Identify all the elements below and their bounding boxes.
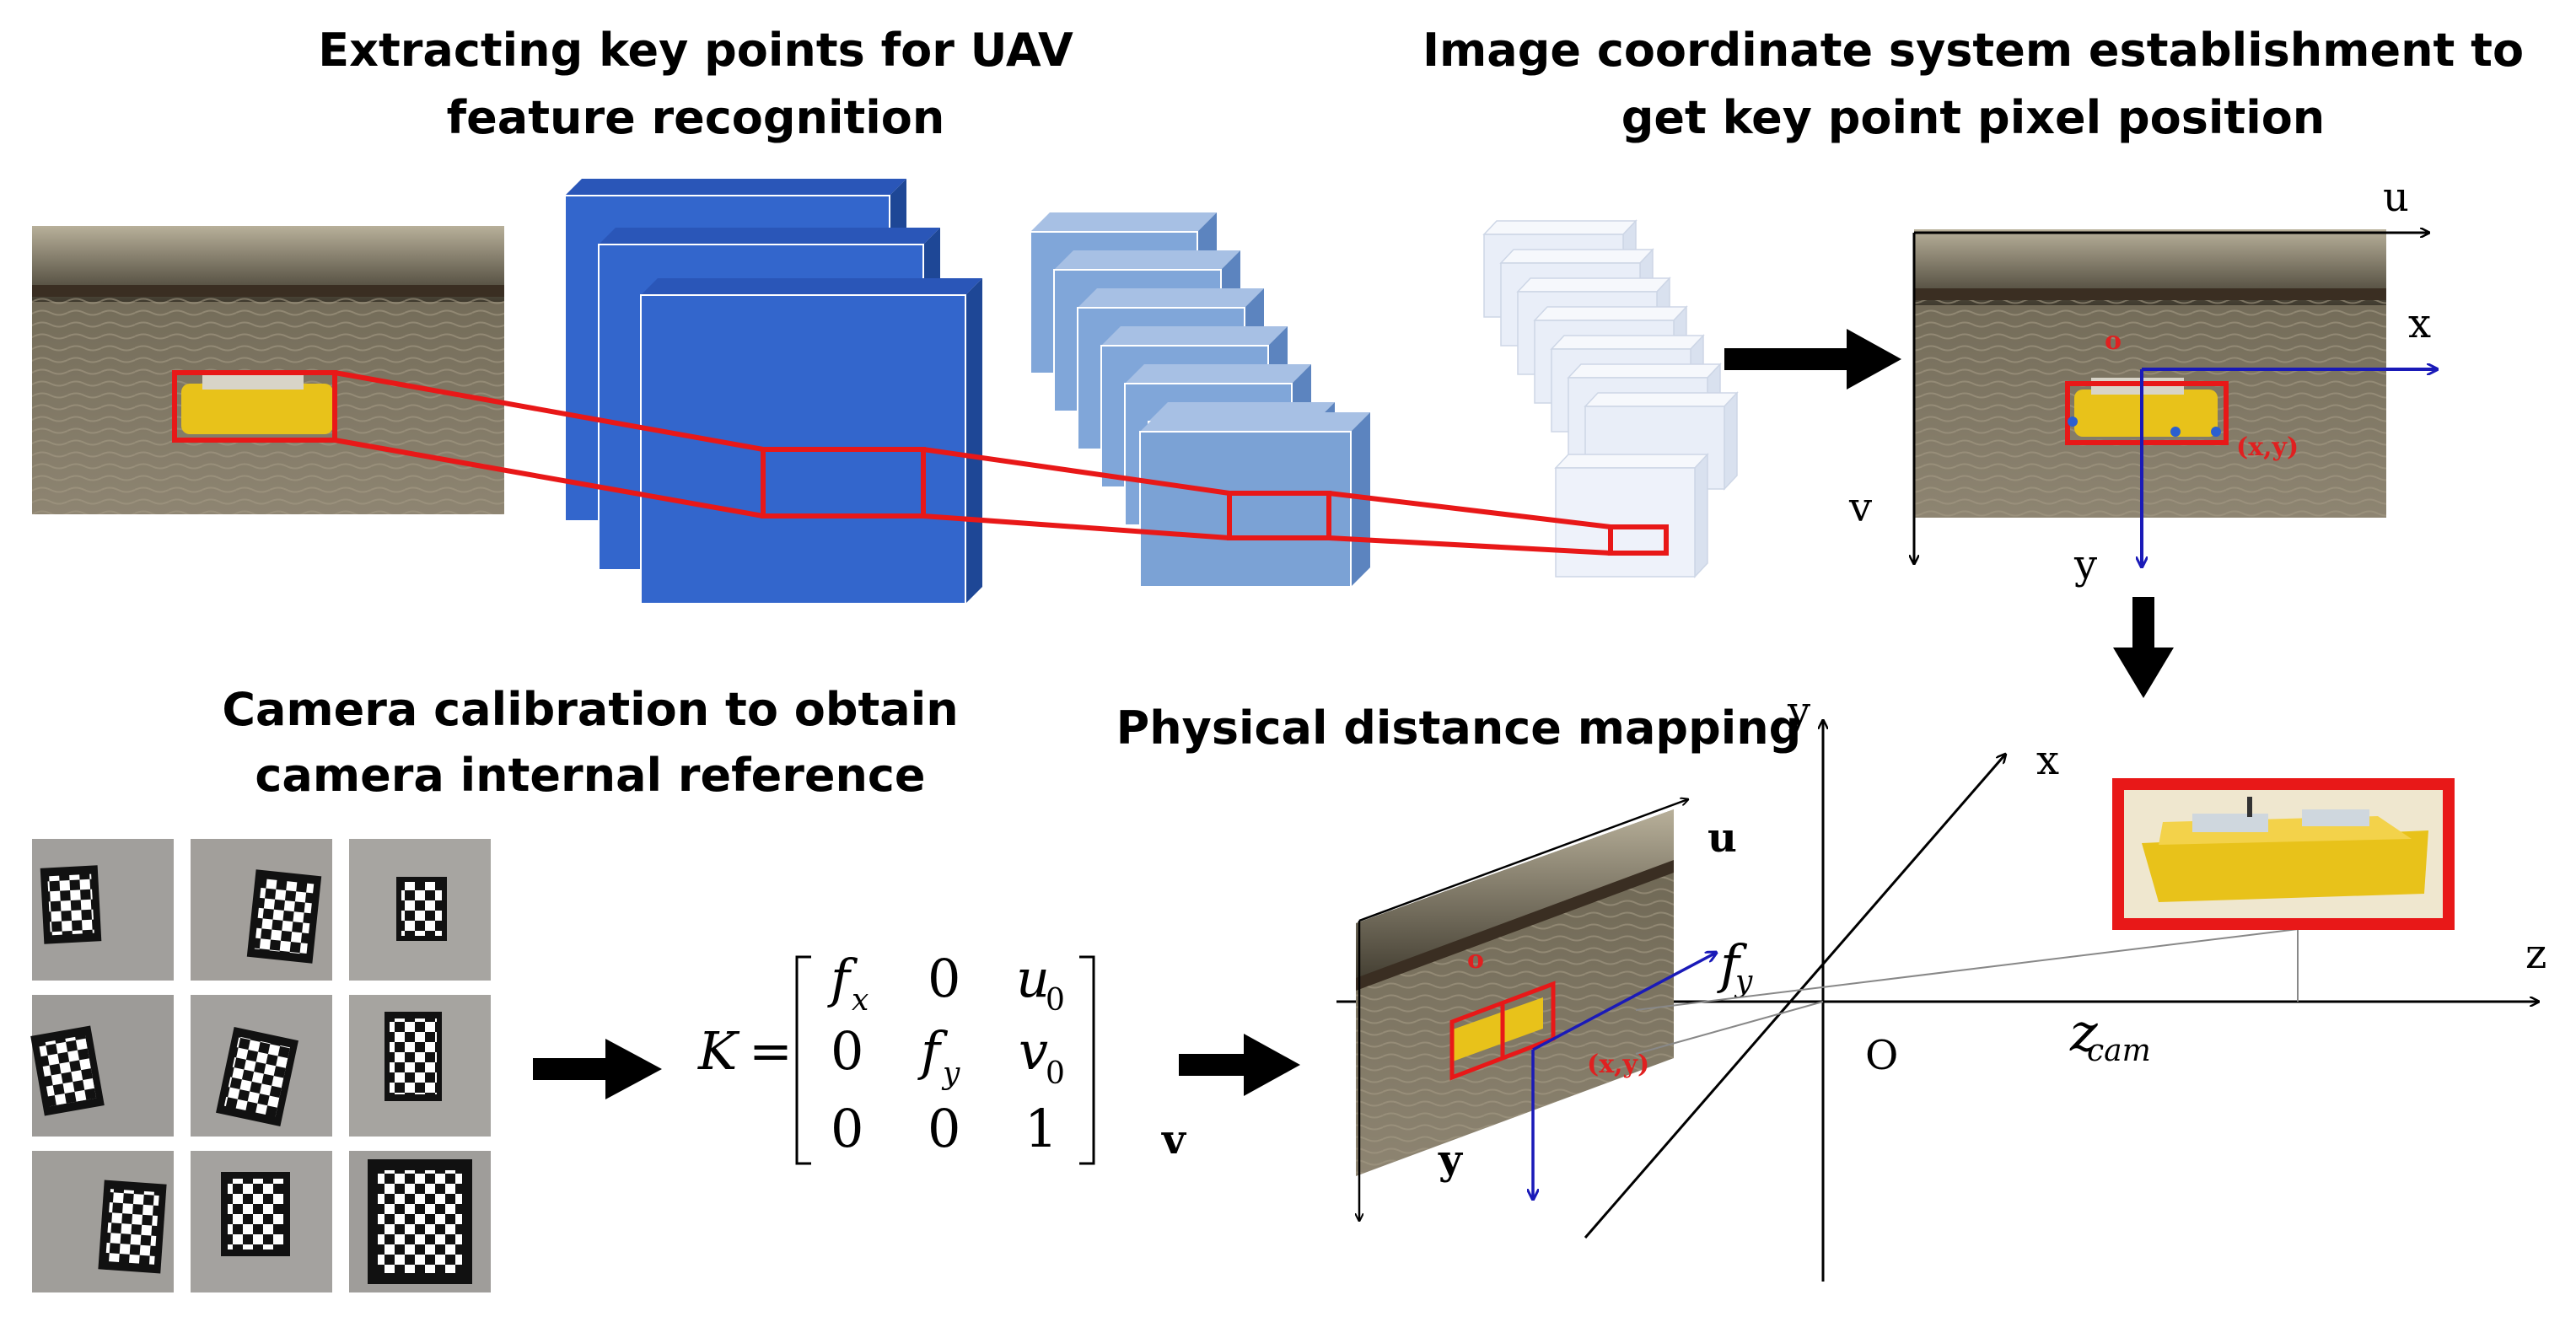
world-origin-label: O <box>1865 1032 1898 1079</box>
zcam-label: z <box>2069 1002 2098 1063</box>
boat-crop <box>2118 784 2449 924</box>
m-r2c3: v <box>1019 1020 1048 1082</box>
projection-line-upper <box>1635 928 2299 1011</box>
matrix-bracket-left <box>795 955 811 1165</box>
title-coord-line2: get key point pixel position <box>1621 91 2326 144</box>
m-r1c3-sub: 0 <box>1046 983 1065 1018</box>
plane-origin-label: o <box>1467 945 1484 975</box>
arrow-down <box>2113 597 2174 698</box>
world-z-label: z <box>2525 931 2546 978</box>
matrix-lhs: K <box>697 1020 740 1082</box>
cnn-layer-1 <box>564 179 982 605</box>
cnn-layer-2 <box>1030 212 1370 588</box>
plane-y-label: y <box>1438 1137 1464 1184</box>
coord-photo <box>1914 229 2386 518</box>
title-calib-line2: camera internal reference <box>255 749 925 802</box>
u-label: u <box>2383 174 2409 221</box>
m-r2c2-sub: y <box>941 1056 960 1091</box>
boat-crop-border <box>2112 778 2455 930</box>
coord-roi-box <box>2065 381 2229 445</box>
m-r3c3: 1 <box>1024 1098 1057 1159</box>
plane-u-label: u <box>1707 814 1737 862</box>
matrix-bracket-right <box>1079 955 1095 1165</box>
origin-label: o <box>2105 326 2122 356</box>
projection-line-lower <box>1635 1001 1824 1055</box>
input-photo <box>32 226 504 514</box>
receptive-field-lines <box>334 370 1669 556</box>
v-label: v <box>1848 484 1872 531</box>
title-coord-line1: Image coordinate system establishment to <box>1422 24 2524 77</box>
world-x-label: x <box>2036 737 2059 784</box>
cnn-layer-3 <box>1482 219 1739 578</box>
y-label: y <box>2073 541 2097 588</box>
keypoint-dots <box>2068 416 2221 437</box>
keypoint-label: (x,y) <box>2236 433 2299 462</box>
calibration-grid <box>30 839 491 1292</box>
plane-u-axis <box>1358 799 1688 922</box>
x-label: x <box>2408 300 2431 347</box>
plane-fy-axis <box>1532 953 1716 1051</box>
world-x-axis <box>1584 755 2005 1239</box>
image-plane <box>1356 809 1674 1176</box>
arrow-to-mapping <box>1179 1034 1300 1096</box>
m-r1c3: u <box>1016 948 1050 1009</box>
title-extract-line1: Extracting key points for UAV <box>318 24 1073 77</box>
arrow-to-coord <box>1724 329 1901 390</box>
m-r3c1: 0 <box>831 1098 863 1159</box>
plane-keypoint-label: (x,y) <box>1587 1050 1649 1079</box>
input-roi-box <box>172 370 337 443</box>
plane-v-label: v <box>1161 1116 1187 1163</box>
fy-sub: y <box>1734 965 1753 999</box>
zcam-sub: cam <box>2087 1034 2151 1068</box>
m-r2c1: 0 <box>831 1020 863 1082</box>
matrix-equals: = <box>749 1020 793 1082</box>
arrow-to-matrix <box>533 1039 662 1099</box>
m-r2c3-sub: 0 <box>1046 1056 1065 1091</box>
m-r1c2: 0 <box>928 948 960 1009</box>
title-mapping: Physical distance mapping <box>1116 701 1802 755</box>
m-r3c2: 0 <box>928 1098 960 1159</box>
m-r1c1-sub: x <box>852 983 869 1018</box>
k-matrix: K = f x 0 u 0 0 f y v 0 0 0 1 <box>697 948 1095 1165</box>
world-y-label: y <box>1787 688 1810 735</box>
title-extract-line2: feature recognition <box>447 91 945 144</box>
title-calib-line1: Camera calibration to obtain <box>222 683 958 736</box>
